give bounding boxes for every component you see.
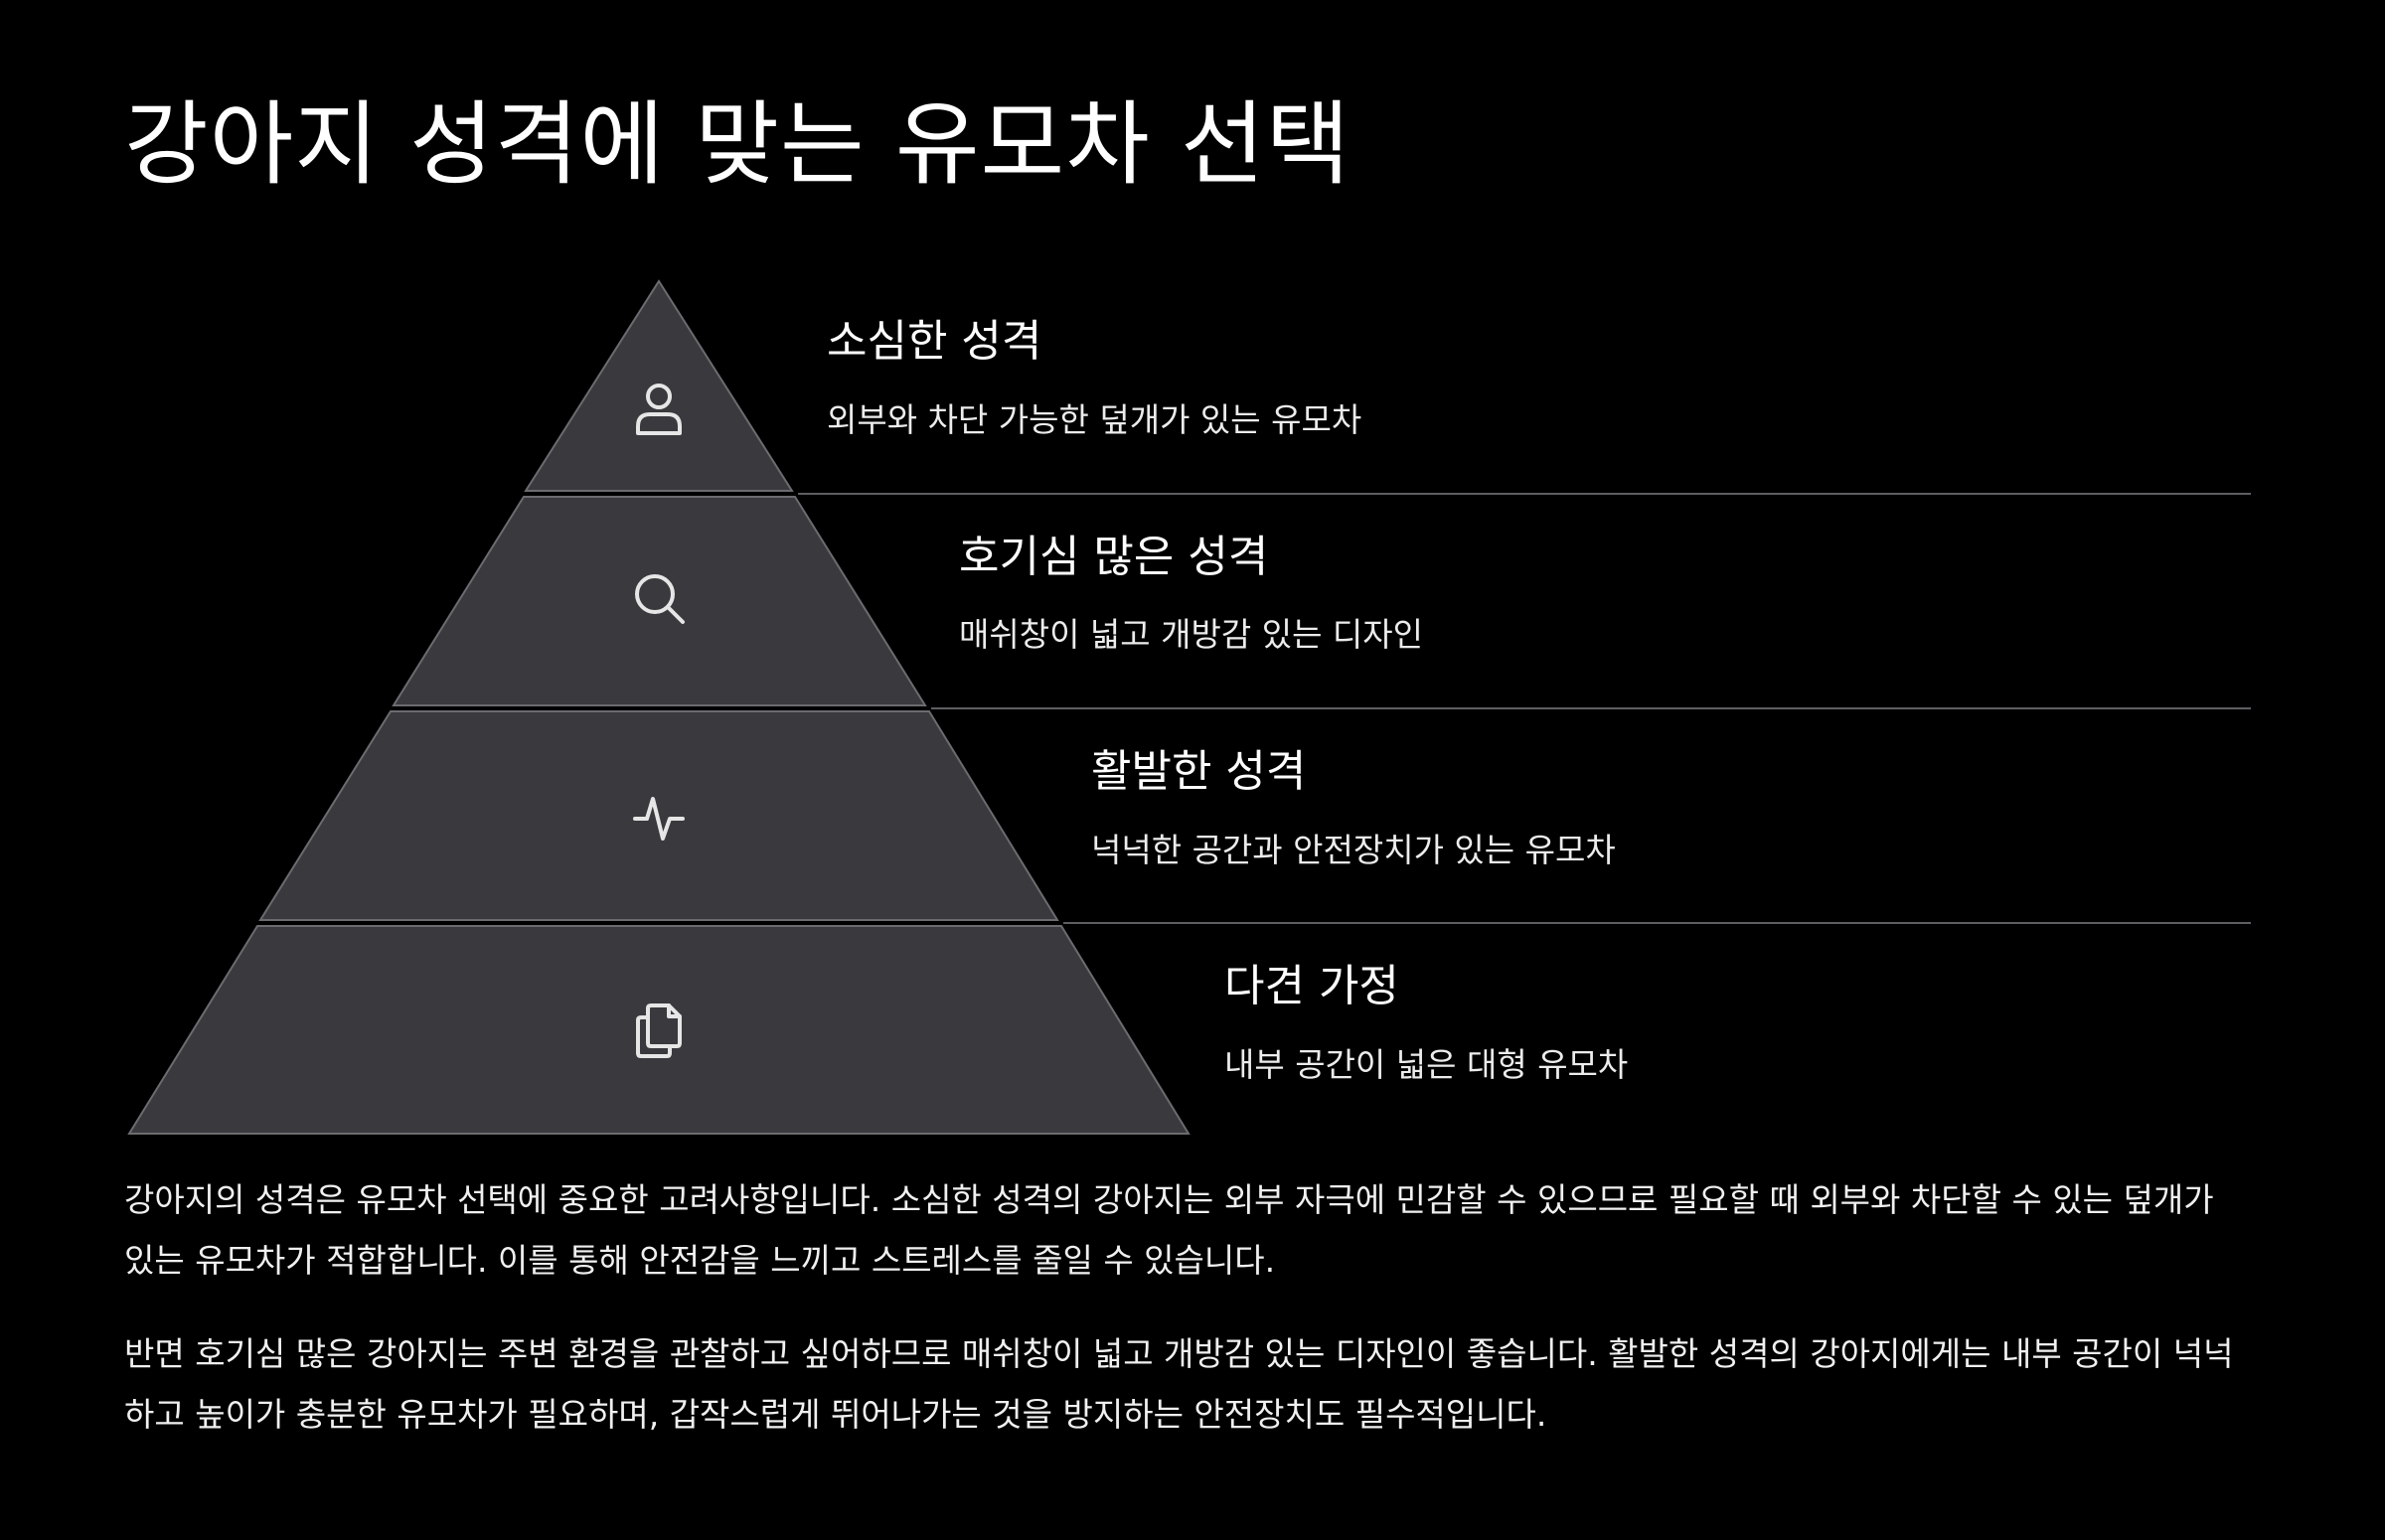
- search-icon: [635, 574, 685, 624]
- person-icon: [636, 384, 682, 435]
- level-description-4: 내부 공간이 넓은 대형 유모차: [1224, 1045, 1629, 1084]
- level-title-4: 다견 가정: [1224, 961, 1399, 1011]
- copy-icon: [636, 1003, 682, 1058]
- level-description-1: 외부와 차단 가능한 덮개가 있는 유모차: [827, 400, 1362, 439]
- body-paragraph-1: 강아지의 성격은 유모차 선택에 중요한 고려사항입니다. 소심한 성격의 강아…: [124, 1180, 2214, 1280]
- level-description-2: 매쉬창이 넓고 개방감 있는 디자인: [959, 615, 1423, 654]
- level-title-3: 활발한 성격: [1091, 746, 1307, 797]
- level-title-1: 소심한 성격: [827, 316, 1042, 367]
- level-description-3: 넉넉한 공간과 안전장치가 있는 유모차: [1091, 831, 1616, 869]
- pyramid-layer-2: [392, 496, 927, 706]
- page-title: 강아지 성격에 맞는 유모차 선택: [124, 91, 1352, 198]
- body-paragraph-2: 반면 호기심 많은 강아지는 주변 환경을 관찰하고 싶어하므로 매쉬창이 넓고…: [124, 1334, 2234, 1434]
- activity-icon: [633, 797, 685, 841]
- level-title-2: 호기심 많은 성격: [959, 532, 1269, 582]
- pyramid-layer-4: [127, 925, 1191, 1135]
